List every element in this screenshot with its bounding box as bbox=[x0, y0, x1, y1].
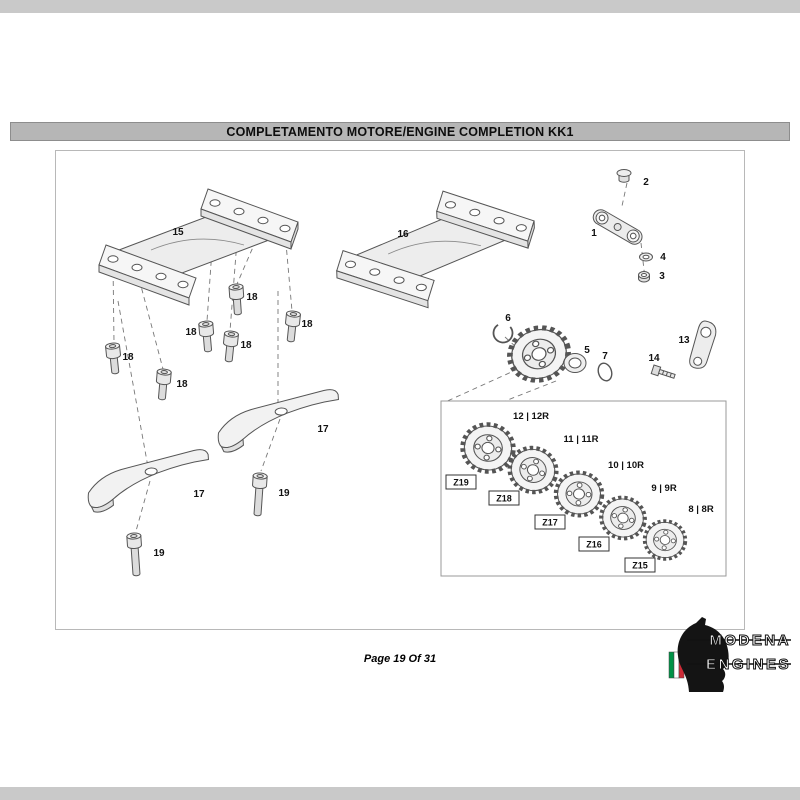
sprocket-pair-label: 12 | 12R bbox=[513, 411, 549, 422]
part-label-4: 4 bbox=[660, 252, 666, 263]
page-title: COMPLETAMENTO MOTORE/ENGINE COMPLETION K… bbox=[226, 124, 574, 139]
diagram-frame: 15 16 18 18 18 18 18 18 17 17 19 19 2 1 … bbox=[55, 150, 745, 630]
bolt-18-e bbox=[228, 283, 246, 316]
part-label-14: 14 bbox=[648, 353, 660, 364]
sprocket-code: Z15 bbox=[632, 561, 648, 571]
circlip-6 bbox=[492, 322, 514, 344]
support-strap-17-a bbox=[214, 388, 343, 454]
shift-lever-1 bbox=[592, 209, 643, 245]
title-bar: COMPLETAMENTO MOTORE/ENGINE COMPLETION K… bbox=[10, 122, 790, 141]
part-label-17: 17 bbox=[193, 489, 205, 500]
part-label-19: 19 bbox=[278, 488, 290, 499]
part-label-19: 19 bbox=[153, 548, 165, 559]
part-label-5: 5 bbox=[584, 345, 590, 356]
part-label-18: 18 bbox=[301, 319, 313, 330]
part-label-18: 18 bbox=[185, 327, 197, 338]
sprocket-pair-label: 10 | 10R bbox=[608, 460, 644, 471]
modena-engines-logo: MODENA ENGINES bbox=[668, 617, 791, 692]
bottom-strip bbox=[0, 787, 800, 800]
brand-logo: MODENA ENGINES bbox=[665, 616, 793, 694]
bolt-18-c bbox=[198, 319, 216, 353]
mount-plate-16 bbox=[333, 187, 538, 312]
part-label-7: 7 bbox=[602, 351, 608, 362]
top-strip bbox=[0, 0, 800, 13]
sprocket-pair-label: 8 | 8R bbox=[688, 504, 714, 515]
mount-plate-15 bbox=[98, 188, 299, 306]
nut-3 bbox=[638, 271, 650, 283]
part-label-18: 18 bbox=[176, 379, 188, 390]
part-label-15: 15 bbox=[172, 227, 184, 238]
sprocket-code: Z19 bbox=[453, 478, 469, 488]
part-label-2: 2 bbox=[643, 177, 649, 188]
plug-2 bbox=[616, 169, 632, 183]
bolt-18-b bbox=[154, 367, 172, 401]
part-label-18: 18 bbox=[246, 292, 258, 303]
part-label-17: 17 bbox=[317, 424, 329, 435]
logo-word-engines: ENGINES bbox=[706, 656, 791, 673]
bolt-14 bbox=[650, 364, 676, 379]
bolt-19-b bbox=[126, 532, 145, 577]
exploded-view-diagram: 15 16 18 18 18 18 18 18 17 17 19 19 2 1 … bbox=[84, 169, 727, 577]
bolt-19-a bbox=[249, 472, 268, 517]
sprocket-code-tags: Z19 Z18 Z17 Z16 Z15 bbox=[445, 474, 656, 573]
main-sprocket bbox=[503, 320, 575, 387]
bolt-18-a bbox=[104, 341, 123, 375]
page-number: Page 19 Of 31 bbox=[363, 653, 437, 665]
horse-head-icon bbox=[677, 617, 729, 692]
support-strap-17-b bbox=[84, 448, 213, 514]
sprocket-code: Z18 bbox=[496, 494, 512, 504]
part-label-6: 6 bbox=[505, 313, 511, 324]
part-label-13: 13 bbox=[678, 335, 690, 346]
sprocket-pair-label: 9 | 9R bbox=[651, 483, 677, 494]
logo-word-modena: MODENA bbox=[709, 632, 791, 649]
part-label-18: 18 bbox=[240, 340, 252, 351]
spacer-5 bbox=[563, 353, 587, 373]
sprocket-code: Z16 bbox=[586, 540, 602, 550]
page-footer: Page 19 Of 31 bbox=[0, 653, 800, 665]
sprocket-pair-label: 11 | 11R bbox=[564, 434, 599, 445]
ring-7 bbox=[597, 362, 613, 382]
tensioner-lever-13 bbox=[689, 320, 717, 369]
bolt-18-d bbox=[221, 329, 240, 363]
part-label-3: 3 bbox=[659, 271, 665, 282]
bolt-18-f bbox=[283, 309, 302, 343]
part-label-1: 1 bbox=[591, 228, 597, 239]
sprocket-code: Z17 bbox=[542, 518, 558, 528]
washer-4 bbox=[639, 252, 653, 262]
part-label-16: 16 bbox=[397, 229, 409, 240]
part-label-18: 18 bbox=[122, 352, 134, 363]
